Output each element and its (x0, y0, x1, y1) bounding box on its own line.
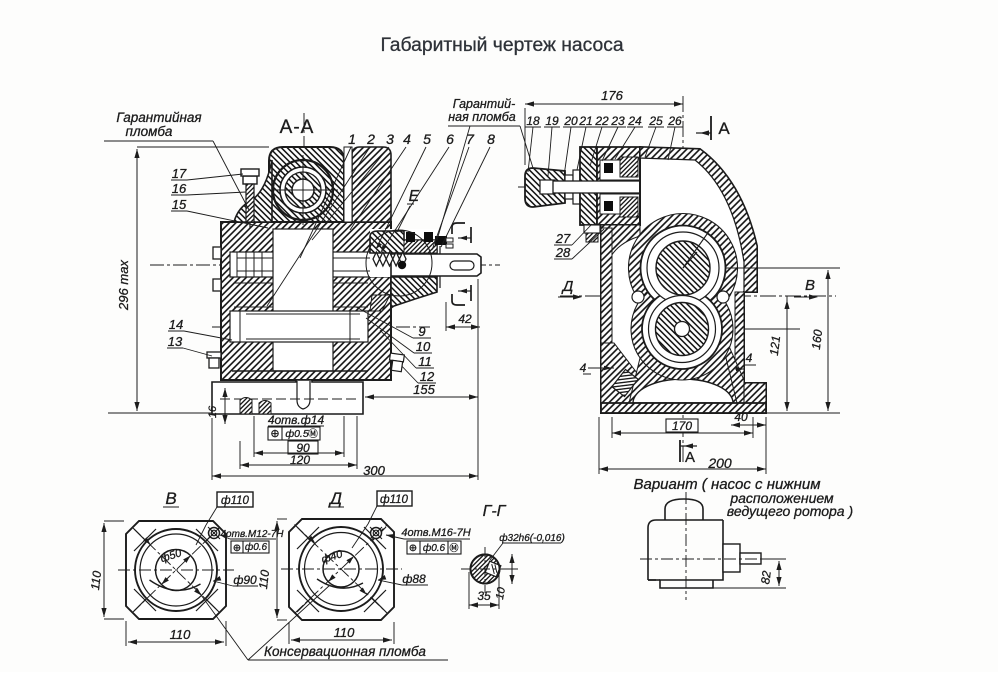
svg-text:пломба: пломба (126, 124, 173, 139)
svg-text:121: 121 (767, 335, 783, 357)
svg-text:4: 4 (403, 131, 411, 147)
svg-text:90: 90 (296, 441, 310, 455)
svg-text:296 mах: 296 mах (116, 260, 131, 311)
svg-text:А: А (685, 449, 695, 466)
svg-text:22: 22 (594, 114, 609, 128)
svg-text:Д: Д (328, 489, 342, 508)
svg-text:А-А: А-А (280, 117, 315, 138)
svg-text:ф32h6(-0,016): ф32h6(-0,016) (499, 532, 565, 544)
svg-text:120: 120 (290, 453, 310, 467)
svg-text:Г-Г: Г-Г (483, 503, 507, 520)
svg-text:Гарантий-: Гарантий- (453, 97, 516, 111)
svg-text:Ⓜ: Ⓜ (308, 429, 318, 440)
svg-text:4отв.М12-7Н: 4отв.М12-7Н (220, 529, 284, 540)
svg-text:26: 26 (667, 114, 682, 128)
svg-text:14: 14 (169, 317, 183, 332)
svg-text:4: 4 (746, 351, 753, 365)
svg-text:⊕: ⊕ (409, 543, 417, 554)
svg-text:16: 16 (172, 181, 187, 196)
svg-text:200: 200 (707, 455, 732, 471)
svg-text:5: 5 (423, 131, 431, 147)
svg-text:20: 20 (563, 114, 578, 128)
svg-text:155: 155 (413, 382, 435, 397)
svg-text:ведущего ротора ): ведущего ротора ) (727, 503, 853, 519)
svg-text:Е: Е (409, 188, 420, 205)
svg-text:10: 10 (494, 586, 508, 601)
svg-text:27: 27 (555, 231, 571, 246)
svg-text:16: 16 (207, 405, 219, 418)
svg-text:4: 4 (580, 361, 587, 375)
svg-text:ф88: ф88 (402, 572, 426, 586)
svg-text:110: 110 (256, 569, 272, 590)
svg-text:ф90: ф90 (233, 573, 257, 587)
svg-text:расположением: расположением (729, 490, 834, 506)
svg-text:25: 25 (648, 114, 663, 128)
svg-text:8: 8 (487, 131, 495, 147)
svg-text:176: 176 (601, 88, 623, 103)
svg-text:Вариант ( насос с нижним: Вариант ( насос с нижним (633, 476, 820, 493)
svg-text:4отв.ф14: 4отв.ф14 (268, 413, 325, 427)
svg-text:ф110: ф110 (380, 494, 409, 506)
svg-text:15: 15 (172, 197, 187, 212)
svg-text:6: 6 (446, 131, 454, 147)
svg-text:11: 11 (418, 354, 432, 369)
svg-text:110: 110 (170, 627, 191, 642)
svg-text:В: В (805, 277, 815, 294)
svg-text:ф0.5: ф0.5 (285, 428, 309, 440)
svg-text:3: 3 (386, 131, 394, 147)
svg-text:82: 82 (758, 570, 774, 585)
svg-text:1: 1 (348, 131, 356, 147)
svg-text:42: 42 (458, 312, 472, 326)
svg-text:Габаритный чертеж насоса: Габаритный чертеж насоса (380, 35, 623, 56)
svg-text:170: 170 (672, 419, 692, 433)
svg-text:21: 21 (578, 114, 592, 128)
svg-text:12: 12 (420, 369, 435, 384)
svg-text:10: 10 (416, 339, 431, 354)
svg-text:ная пломба: ная пломба (448, 110, 515, 124)
svg-text:35: 35 (477, 589, 491, 603)
svg-text:110: 110 (88, 570, 104, 591)
svg-text:23: 23 (610, 114, 625, 128)
svg-text:19: 19 (545, 114, 559, 128)
svg-text:Консервационная пломба: Консервационная пломба (264, 644, 426, 659)
svg-text:9: 9 (418, 324, 425, 339)
svg-text:4отв.М16-7Н: 4отв.М16-7Н (401, 527, 470, 539)
svg-text:18: 18 (526, 114, 540, 128)
svg-text:110: 110 (334, 625, 355, 640)
svg-text:В: В (165, 489, 176, 508)
svg-text:28: 28 (555, 245, 571, 260)
svg-text:ф0.6: ф0.6 (423, 542, 446, 554)
svg-text:13: 13 (168, 334, 183, 349)
svg-text:Гарантийная: Гарантийная (116, 110, 201, 125)
svg-text:⊕: ⊕ (270, 428, 279, 440)
svg-text:160: 160 (809, 328, 825, 350)
svg-text:300: 300 (363, 463, 385, 478)
svg-text:2: 2 (366, 131, 375, 147)
svg-text:А: А (718, 119, 730, 138)
svg-text:Д: Д (561, 278, 574, 295)
svg-text:⊕: ⊕ (233, 543, 241, 554)
svg-text:40: 40 (734, 410, 748, 424)
svg-text:ф110: ф110 (221, 495, 250, 507)
svg-text:ф0.6: ф0.6 (245, 541, 268, 553)
svg-text:Ⓜ: Ⓜ (449, 543, 458, 553)
svg-text:17: 17 (172, 166, 187, 181)
svg-text:7: 7 (466, 131, 475, 147)
svg-text:24: 24 (627, 114, 642, 128)
